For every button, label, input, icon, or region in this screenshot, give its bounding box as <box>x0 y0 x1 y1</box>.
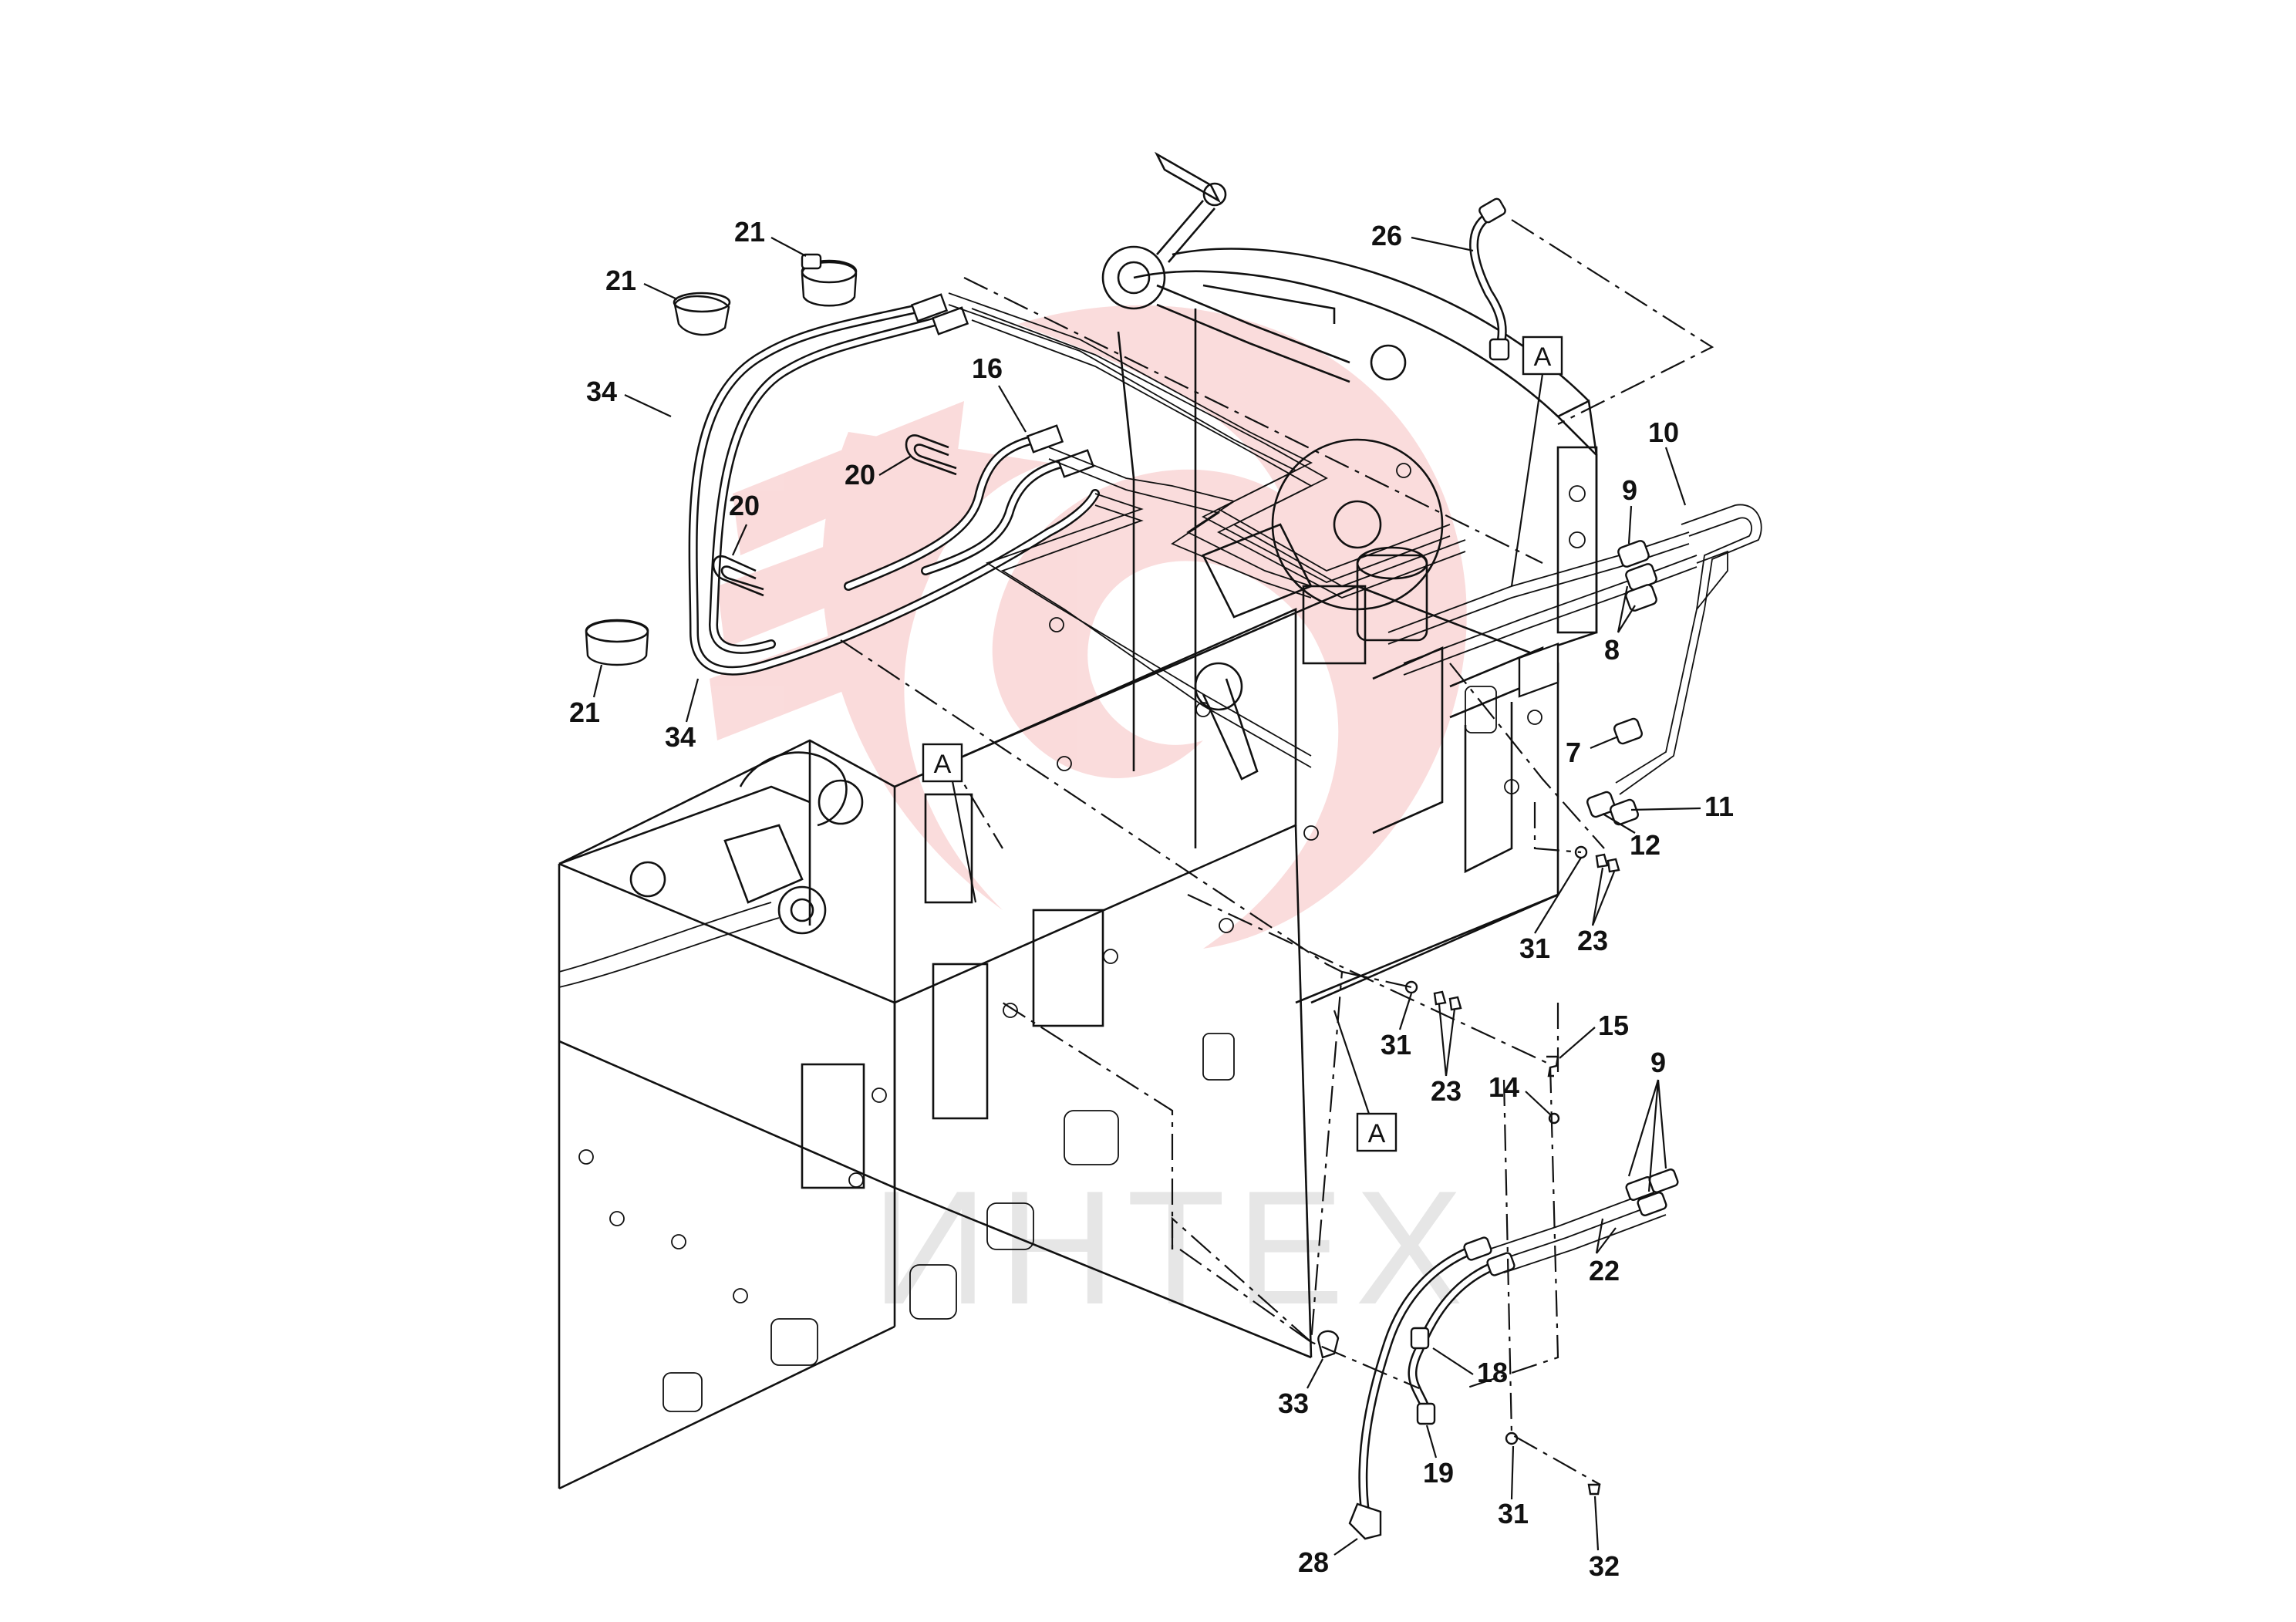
svg-text:20: 20 <box>729 490 760 521</box>
callout-34-top: 34 <box>586 376 672 417</box>
u-bolt-20-b <box>712 555 764 597</box>
callout-31-top: 31 <box>1519 857 1582 964</box>
machine-frame <box>558 463 1559 1490</box>
u-bolt-20-a <box>905 434 957 476</box>
callout-22: 22 <box>1589 1218 1620 1286</box>
callout-20-left: 20 <box>729 490 760 556</box>
callout-9-top: 9 <box>1622 474 1637 545</box>
callout-19: 19 <box>1423 1425 1454 1489</box>
callout-33: 33 <box>1278 1358 1323 1419</box>
hose-26 <box>1469 197 1510 361</box>
svg-text:22: 22 <box>1589 1255 1620 1286</box>
callout-26: 26 <box>1371 220 1474 252</box>
callout-21-top-left: 21 <box>605 265 678 300</box>
svg-text:14: 14 <box>1489 1071 1519 1103</box>
construction-lines <box>840 219 1714 1485</box>
lower-hose-assembly <box>1348 642 1679 1540</box>
svg-text:18: 18 <box>1477 1357 1508 1388</box>
clamp-21-b <box>801 253 858 307</box>
callout-8: 8 <box>1604 585 1636 666</box>
callout-15: 15 <box>1559 1010 1629 1059</box>
watermark-text: ИНТЕХ <box>872 1157 1474 1338</box>
svg-text:31: 31 <box>1519 932 1550 964</box>
svg-text:15: 15 <box>1598 1010 1629 1041</box>
callout-31-bottom: 31 <box>1498 1445 1529 1529</box>
callout-32: 32 <box>1589 1496 1620 1582</box>
svg-text:19: 19 <box>1423 1457 1454 1489</box>
svg-text:10: 10 <box>1648 416 1679 448</box>
callout-12: 12 <box>1602 813 1660 861</box>
hydraulic-hose-16 <box>844 424 1095 591</box>
svg-text:21: 21 <box>569 696 600 728</box>
svg-text:31: 31 <box>1498 1498 1529 1529</box>
reference-box-a-top: A <box>1510 336 1563 587</box>
svg-text:11: 11 <box>1704 791 1734 822</box>
clamp-21-c <box>585 619 649 666</box>
svg-text:12: 12 <box>1630 829 1660 861</box>
callout-16: 16 <box>972 352 1027 433</box>
svg-text:A: A <box>934 750 952 779</box>
svg-text:31: 31 <box>1381 1029 1411 1061</box>
svg-text:28: 28 <box>1298 1546 1329 1578</box>
svg-text:9: 9 <box>1650 1047 1666 1078</box>
callout-9-bottom: 9 <box>1627 1047 1667 1192</box>
clamp-21-a <box>673 292 731 336</box>
callout-11: 11 <box>1630 791 1734 822</box>
svg-text:16: 16 <box>972 352 1003 384</box>
callout-21-left: 21 <box>569 664 603 728</box>
fittings-right <box>1586 540 1657 826</box>
svg-text:23: 23 <box>1431 1075 1462 1107</box>
svg-text:7: 7 <box>1566 737 1581 768</box>
svg-text:A: A <box>1368 1119 1386 1148</box>
hydraulic-tubes <box>948 292 1762 795</box>
svg-text:32: 32 <box>1589 1550 1620 1582</box>
callout-31-middle: 31 <box>1381 993 1413 1061</box>
callout-28: 28 <box>1298 1538 1358 1578</box>
svg-text:26: 26 <box>1371 220 1402 251</box>
callout-14: 14 <box>1489 1071 1551 1115</box>
callout-34-bottom: 34 <box>665 678 700 753</box>
svg-text:A: A <box>1534 342 1552 372</box>
reference-box-a-bottom: A <box>1333 1010 1397 1152</box>
svg-text:9: 9 <box>1622 474 1637 506</box>
svg-text:21: 21 <box>605 265 636 296</box>
svg-text:8: 8 <box>1604 634 1620 666</box>
callout-7: 7 <box>1566 735 1619 768</box>
svg-text:34: 34 <box>586 376 617 407</box>
callout-18: 18 <box>1432 1347 1508 1388</box>
watermark-logo <box>710 305 1467 949</box>
callout-20-top: 20 <box>845 456 911 491</box>
svg-text:34: 34 <box>665 721 696 753</box>
reference-box-a-middle: A <box>922 743 977 903</box>
callouts: 21 21 21 34 34 16 20 20 <box>569 216 1734 1582</box>
svg-text:33: 33 <box>1278 1388 1309 1419</box>
callout-21-top: 21 <box>734 216 807 257</box>
svg-text:23: 23 <box>1577 925 1608 956</box>
callout-10: 10 <box>1648 416 1687 506</box>
svg-text:20: 20 <box>845 459 875 491</box>
callout-23-top: 23 <box>1577 867 1616 956</box>
svg-text:21: 21 <box>734 216 765 248</box>
callout-23-middle: 23 <box>1431 1003 1462 1107</box>
